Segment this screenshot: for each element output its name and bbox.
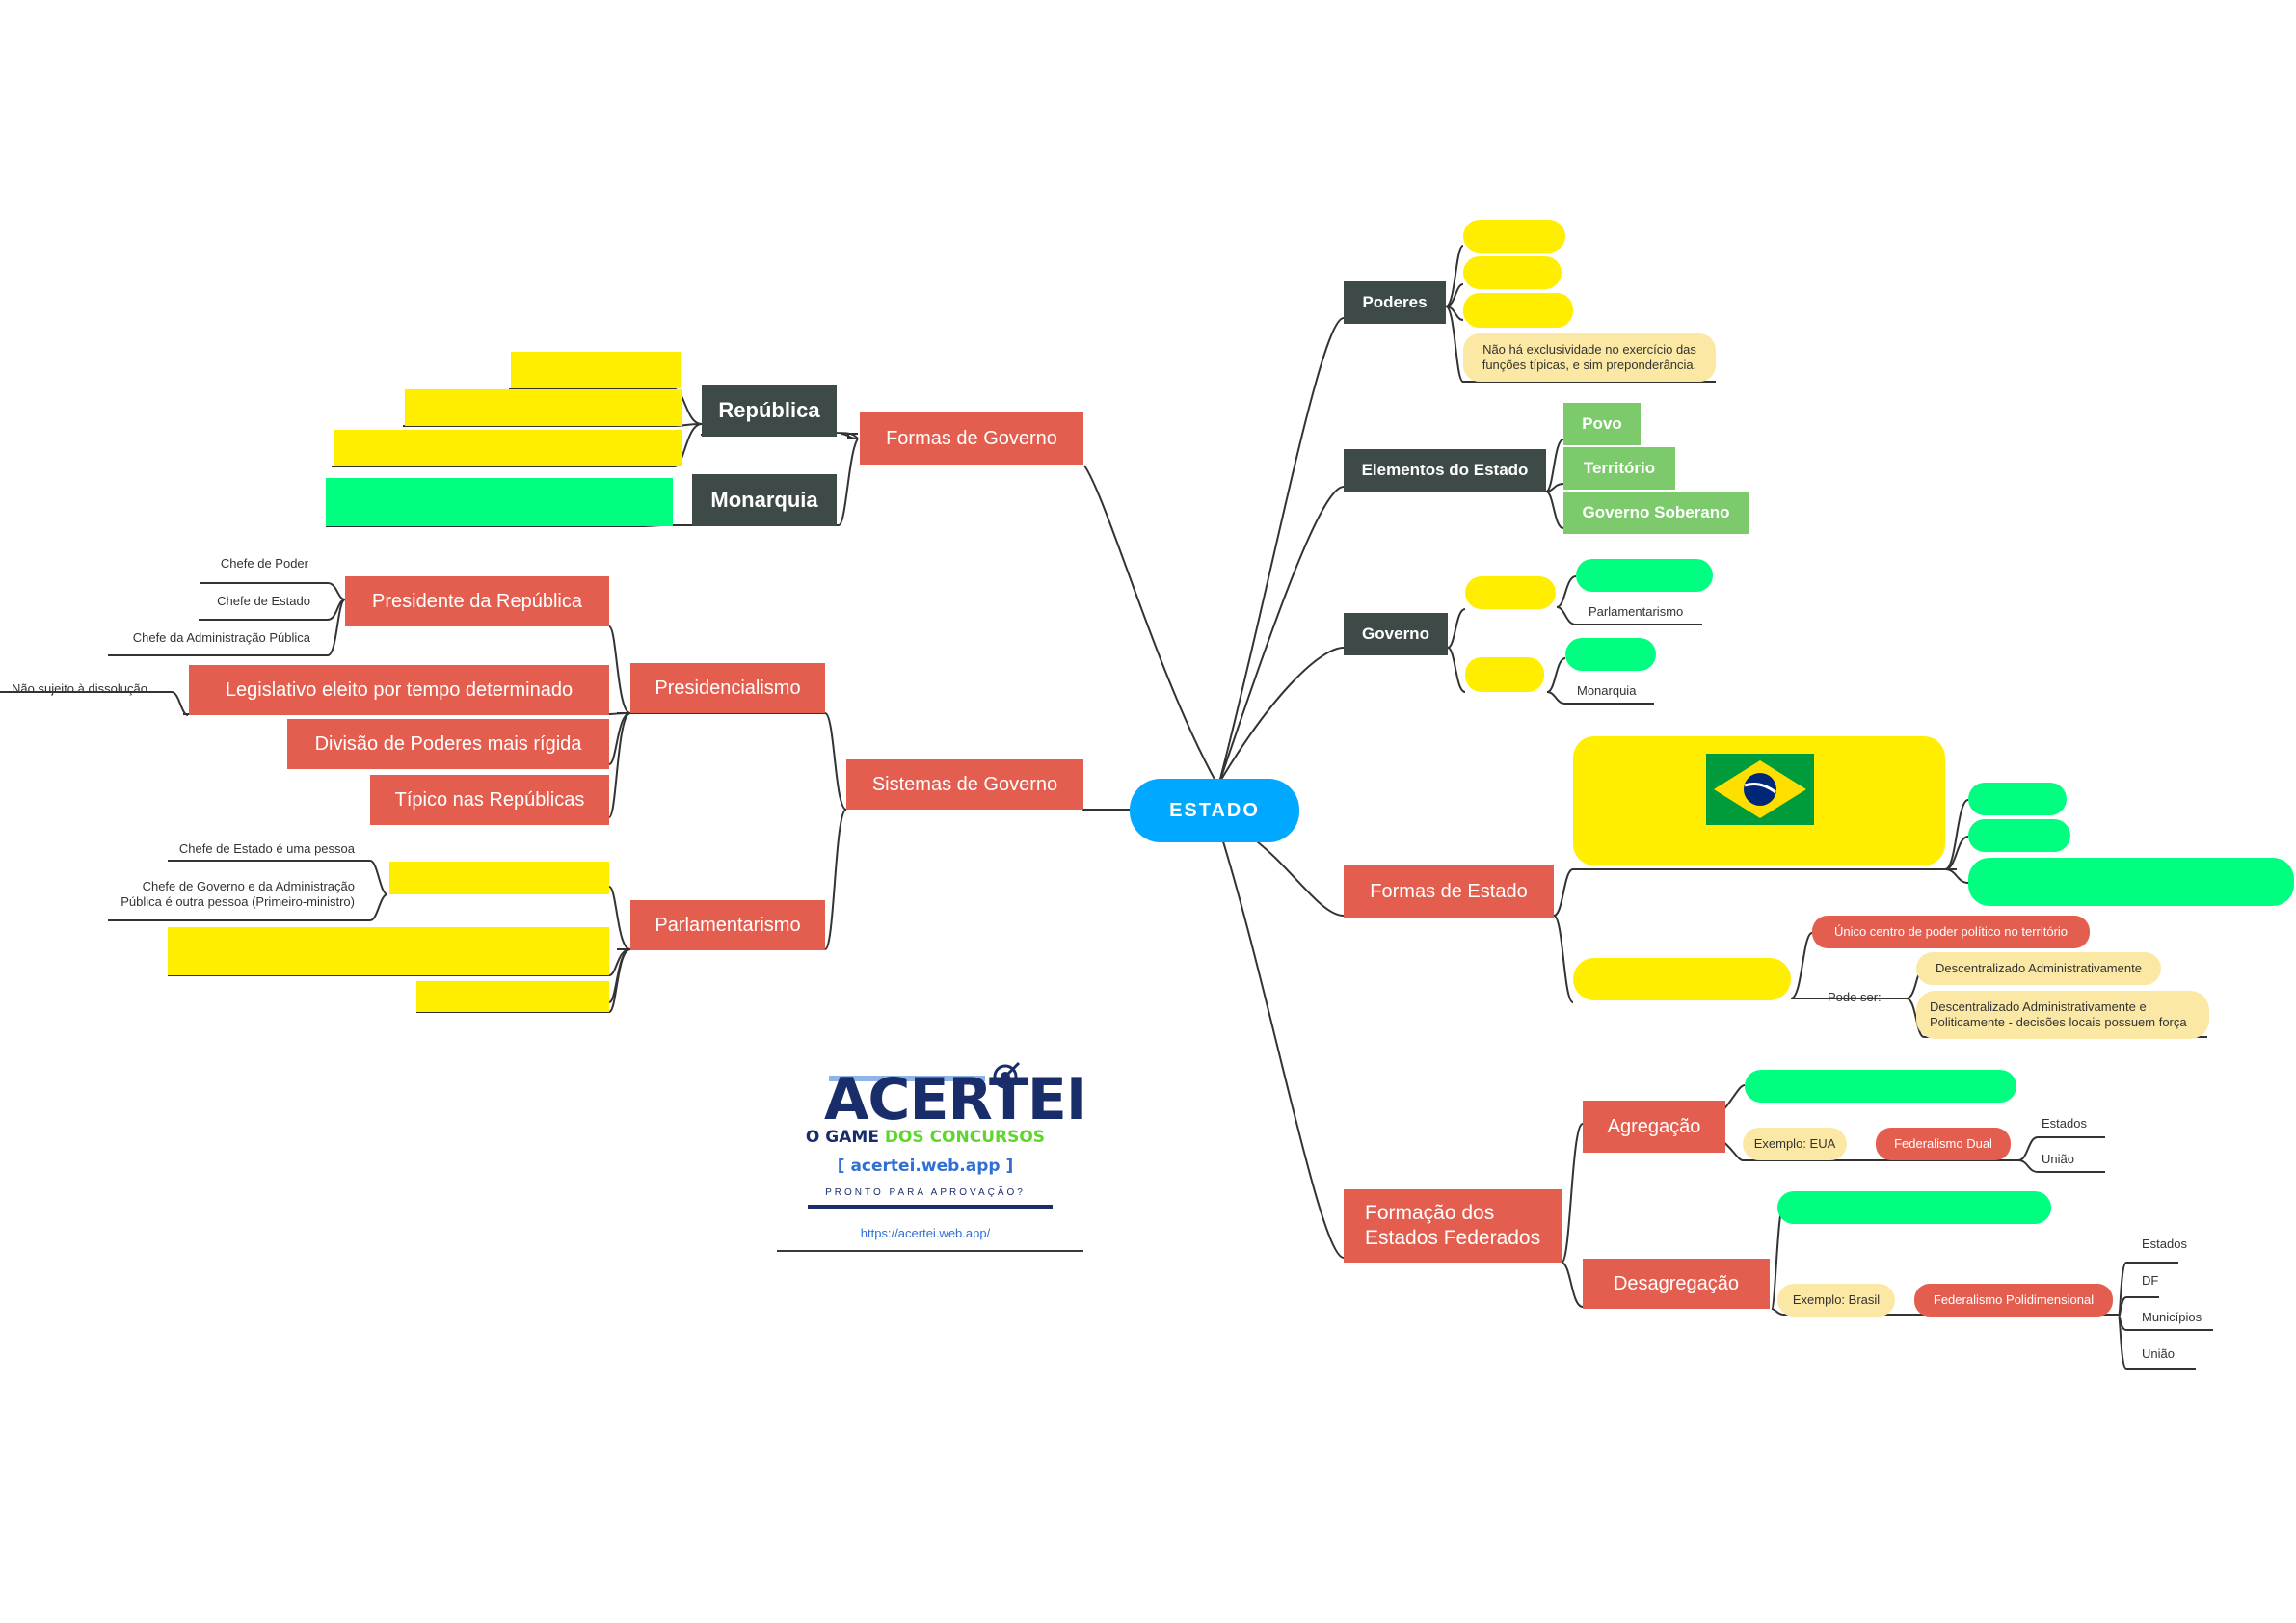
root-node[interactable]: ESTADO (1130, 779, 1299, 842)
sistemas-de-governo-node[interactable]: Sistemas de Governo (846, 759, 1083, 810)
parlamentarismo-node[interactable]: Parlamentarismo (630, 900, 825, 950)
logo-subtitle-a: O GAME (805, 1128, 885, 1147)
descentralizado-adm-pill[interactable]: Descentralizado Administrativamente (1916, 952, 2161, 985)
logo-underline (808, 1205, 1053, 1209)
brazil-flag-icon (1706, 754, 1814, 825)
logo-subtitle-b: DOS CONCURSOS (884, 1128, 1046, 1147)
target-icon (993, 1061, 1021, 1089)
agregacao-node[interactable]: Agregação (1583, 1101, 1725, 1153)
monarquia-hidden-answer[interactable] (326, 478, 673, 526)
parlamentarismo-hidden-answer-1[interactable] (389, 862, 609, 894)
desagregacao-node[interactable]: Desagregação (1583, 1259, 1770, 1309)
agregacao-ente-uniao: União (2042, 1152, 2074, 1167)
logo-url-link[interactable]: https://acertei.web.app/ (860, 1226, 991, 1240)
governo-hidden-answer-1[interactable] (1465, 576, 1556, 609)
desagregacao-ente-municipios: Municípios (2142, 1310, 2203, 1325)
governo-node[interactable]: Governo (1344, 613, 1448, 655)
nao-sujeito-dissolucao-label: Não sujeito à dissolução (12, 681, 147, 697)
formas-de-estado-node[interactable]: Formas de Estado (1344, 865, 1554, 918)
elemento-povo[interactable]: Povo (1563, 403, 1641, 445)
governo-hidden-answer-2[interactable] (1576, 559, 1713, 592)
elementos-do-estado-node[interactable]: Elementos do Estado (1344, 449, 1546, 492)
unico-centro-pill[interactable]: Único centro de poder político no territ… (1812, 916, 2090, 948)
logo-wordmark: ACERTEI (824, 1066, 1087, 1133)
desagregacao-ente-estados: Estados (2142, 1237, 2187, 1252)
descentralizado-pol-pill[interactable]: Descentralizado Administrativamente e Po… (1916, 991, 2209, 1039)
elemento-governo-soberano[interactable]: Governo Soberano (1563, 492, 1749, 534)
governo-monarquia-label: Monarquia (1577, 683, 1637, 699)
formas-de-estado-hidden-answer-5[interactable] (1573, 958, 1791, 1000)
formas-de-estado-hidden-answer-4[interactable] (1968, 858, 2294, 906)
poderes-hidden-answer-1[interactable] (1463, 220, 1565, 253)
formas-de-estado-hidden-answer-2[interactable] (1968, 783, 2067, 815)
poderes-node[interactable]: Poderes (1344, 281, 1446, 324)
tipico-nas-republicas-node[interactable]: Típico nas Repúblicas (370, 775, 609, 825)
federalismo-polidimensional-pill[interactable]: Federalismo Polidimensional (1914, 1284, 2113, 1317)
republica-hidden-answer-3[interactable] (334, 430, 682, 466)
poderes-note[interactable]: Não há exclusividade no exercício das fu… (1463, 333, 1716, 382)
divisao-de-poderes-node[interactable]: Divisão de Poderes mais rígida (287, 719, 609, 769)
republica-hidden-answer-2[interactable] (405, 389, 682, 426)
republica-hidden-answer-1[interactable] (511, 352, 681, 388)
monarquia-node[interactable]: Monarquia (692, 474, 837, 526)
agregacao-ente-estados: Estados (2042, 1116, 2087, 1131)
parlamentarismo-hidden-answer-3[interactable] (416, 981, 609, 1012)
logo-tagline: PRONTO PARA APROVAÇÃO? (825, 1187, 1026, 1198)
exemplo-eua-pill[interactable]: Exemplo: EUA (1743, 1128, 1847, 1160)
federalismo-dual-pill[interactable]: Federalismo Dual (1876, 1128, 2011, 1160)
poderes-hidden-answer-3[interactable] (1463, 293, 1573, 328)
elemento-territorio[interactable]: Território (1563, 447, 1675, 490)
governo-hidden-answer-3[interactable] (1465, 657, 1544, 692)
desagregacao-ente-uniao: União (2142, 1346, 2175, 1362)
logo-web-address: [ acertei.web.app ] (837, 1157, 1014, 1176)
parlamentarismo-hidden-answer-2[interactable] (168, 927, 609, 975)
presidencialismo-node[interactable]: Presidencialismo (630, 663, 825, 713)
logo-subtitle: O GAME DOS CONCURSOS (790, 1128, 1060, 1147)
presidente-role-1: Chefe de Poder (220, 556, 308, 572)
logo-accent-bar (829, 1076, 985, 1081)
legislativo-eleito-node[interactable]: Legislativo eleito por tempo determinado (189, 665, 609, 715)
governo-parlamentarismo-label: Parlamentarismo (1589, 604, 1684, 620)
exemplo-brasil-pill[interactable]: Exemplo: Brasil (1777, 1284, 1895, 1317)
presidente-da-republica-node[interactable]: Presidente da República (345, 576, 609, 626)
formas-de-estado-hidden-answer-3[interactable] (1968, 819, 2070, 852)
desagregacao-ente-df: DF (2142, 1273, 2159, 1289)
poderes-hidden-answer-2[interactable] (1463, 256, 1562, 289)
republica-node[interactable]: República (702, 385, 837, 437)
formacao-estados-federados-node[interactable]: Formação dos Estados Federados (1344, 1189, 1562, 1263)
chefe-governo-label: Chefe de Governo e da Administração Públ… (120, 879, 355, 909)
pode-ser-label: Pode ser: (1828, 990, 1882, 1005)
agregacao-hidden-answer[interactable] (1745, 1070, 2016, 1103)
desagregacao-hidden-answer[interactable] (1777, 1191, 2051, 1224)
chefe-estado-pessoa-label: Chefe de Estado é uma pessoa (178, 841, 355, 857)
presidente-role-3: Chefe da Administração Pública (132, 630, 310, 646)
presidente-role-2: Chefe de Estado (217, 594, 310, 609)
formas-de-governo-node[interactable]: Formas de Governo (860, 412, 1083, 465)
logo-rule (777, 1250, 1083, 1252)
governo-hidden-answer-4[interactable] (1565, 638, 1656, 671)
